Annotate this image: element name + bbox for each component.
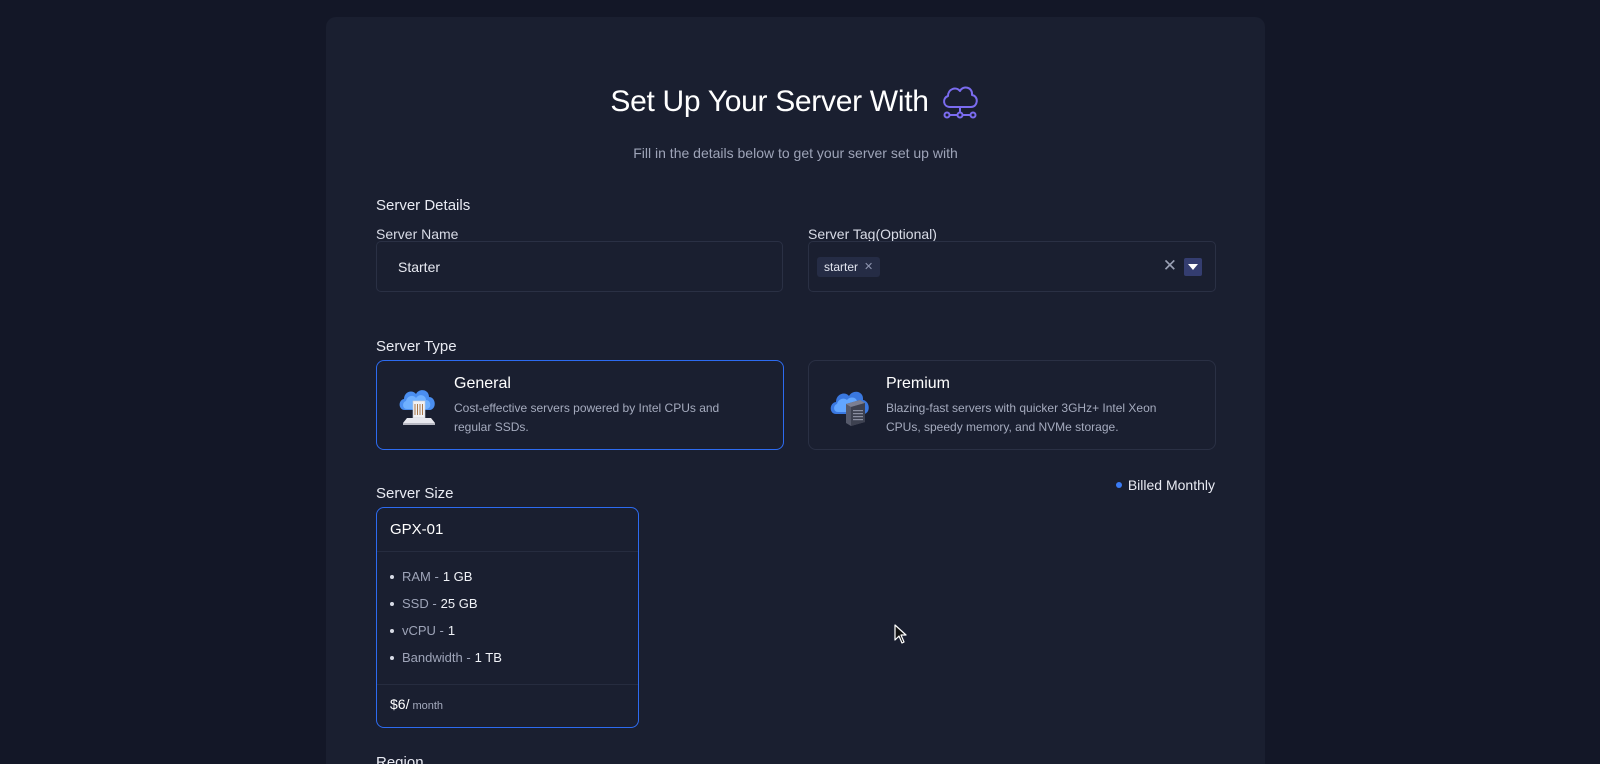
cloud-server-icon: [830, 391, 869, 426]
cloud-ssd-icon: [399, 390, 435, 425]
server-tag-label: Server Tag(Optional): [808, 226, 937, 242]
cloud-network-icon: [942, 86, 978, 119]
region-heading: Region: [376, 754, 424, 764]
general-description: Cost-effective servers powered by Intel …: [454, 401, 720, 434]
spec-bandwidth: Bandwidth -1 TB: [390, 649, 502, 676]
server-name-field: [376, 241, 783, 292]
chevron-down-icon: [1188, 264, 1198, 270]
setup-panel: Set Up Your Server With Fill in the deta…: [326, 17, 1265, 764]
dropdown-button[interactable]: [1184, 258, 1202, 276]
server-type-heading: Server Type: [376, 338, 457, 355]
page-title: Set Up Your Server With: [610, 85, 929, 118]
server-name-input[interactable]: [377, 242, 782, 291]
general-title: General: [454, 375, 511, 392]
plan-card-gpx-01[interactable]: GPX-01 RAM -1 GB SSD -25 GB vCPU -1 Band…: [376, 507, 639, 728]
spec-ssd: SSD -25 GB: [390, 595, 502, 622]
server-type-premium-card[interactable]: Premium Blazing-fast servers with quicke…: [808, 360, 1216, 450]
premium-title: Premium: [886, 375, 951, 392]
spec-vcpu: vCPU -1: [390, 622, 502, 649]
mouse-cursor-icon: [894, 624, 907, 644]
tag-chip-label: starter: [824, 259, 859, 274]
server-name-label: Server Name: [376, 226, 459, 242]
billing-period: Billed Monthly: [1115, 477, 1215, 493]
premium-description: Blazing-fast servers with quicker 3GHz+ …: [886, 401, 1157, 434]
plan-spec-list: RAM -1 GB SSD -25 GB vCPU -1 Bandwidth -…: [390, 568, 502, 676]
server-details-heading: Server Details: [376, 197, 471, 214]
server-size-heading: Server Size: [376, 485, 454, 502]
chip-remove-icon[interactable]: ✕: [864, 261, 874, 273]
plan-divider: [377, 684, 638, 685]
clear-icon[interactable]: ✕: [1162, 256, 1177, 275]
plan-divider: [377, 551, 638, 552]
server-type-general-card[interactable]: General Cost-effective servers powered b…: [376, 360, 784, 450]
server-tag-select[interactable]: starter ✕ ✕: [808, 241, 1216, 292]
spec-ram: RAM -1 GB: [390, 568, 502, 595]
title-row: Set Up Your Server With: [326, 83, 1265, 121]
page-subtitle: Fill in the details below to get your se…: [633, 145, 958, 161]
billing-label: Billed Monthly: [1127, 477, 1215, 493]
plan-name: GPX-01: [390, 521, 444, 538]
price-period: month: [412, 700, 444, 712]
plan-price: $6/month: [390, 696, 443, 712]
price-amount: $6/: [390, 696, 410, 712]
tag-chip: starter ✕: [817, 256, 881, 277]
billing-dot-icon: [1115, 482, 1122, 488]
